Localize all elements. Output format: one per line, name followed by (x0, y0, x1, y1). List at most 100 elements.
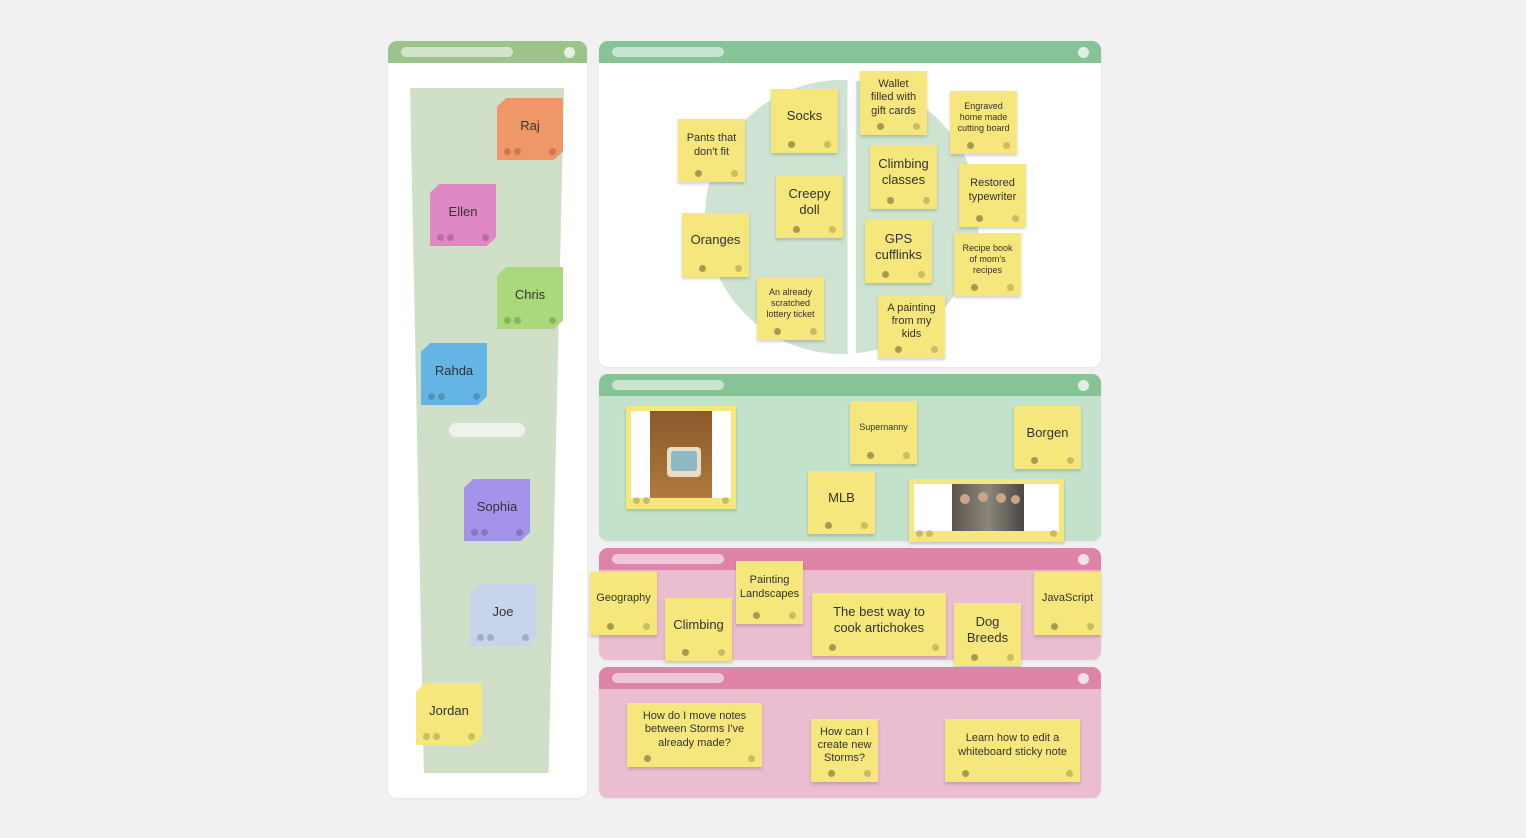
sticky-dot (482, 234, 489, 241)
sticky-dots (471, 529, 491, 536)
person-sticky-sophia[interactable]: Sophia (464, 479, 530, 541)
panel-menu-dot[interactable] (1078, 380, 1089, 391)
sticky-dots (872, 271, 892, 278)
sticky-dots (778, 141, 798, 148)
sticky-note[interactable]: Socks (771, 89, 838, 153)
sticky-dots (634, 755, 654, 762)
sticky-dots (477, 634, 497, 641)
sticky-dots (961, 284, 981, 291)
person-sticky-ellen[interactable]: Ellen (430, 184, 496, 246)
shows-panel-header[interactable] (599, 374, 1101, 396)
sticky-note[interactable]: Oranges (682, 213, 749, 277)
sticky-dot (731, 170, 738, 177)
sticky-note[interactable]: An already scratched lottery ticket (757, 277, 824, 340)
sticky-note[interactable]: Engraved home made cutting board (950, 91, 1017, 154)
person-name: Jordan (429, 702, 469, 718)
sticky-note[interactable]: JavaScript (1034, 572, 1101, 635)
sticky-dot (522, 634, 529, 641)
questions-panel-header[interactable] (599, 667, 1101, 689)
sticky-note[interactable]: Geography (590, 572, 657, 635)
sticky-dots (1021, 457, 1041, 464)
sticky-dot (923, 197, 930, 204)
sticky-note[interactable]: How can I create new Storms? (811, 719, 878, 782)
gifts-panel-header[interactable] (599, 41, 1101, 63)
sticky-dots (867, 123, 887, 130)
sticky-dots (633, 497, 653, 504)
panel-menu-dot[interactable] (564, 47, 575, 58)
panel-menu-dot[interactable] (1078, 47, 1089, 58)
person-sticky-raj[interactable]: Raj (497, 98, 563, 160)
panel-title-placeholder (401, 47, 513, 57)
sticky-dot (1050, 530, 1057, 537)
image-sticky-group[interactable] (909, 479, 1064, 542)
sticky-dot (789, 612, 796, 619)
sticky-dot (468, 733, 475, 740)
sticky-note[interactable]: A painting from my kids (878, 295, 945, 358)
sticky-dot (913, 123, 920, 130)
sticky-note[interactable]: Recipe book of mom's recipes (954, 233, 1021, 296)
sticky-dot (549, 148, 556, 155)
image-sticky-tv[interactable] (626, 406, 736, 509)
sticky-note[interactable]: Restored typewriter (959, 164, 1026, 227)
sticky-note[interactable]: Creepy doll (776, 175, 843, 238)
sticky-dots (672, 649, 692, 656)
sticky-dots (743, 612, 763, 619)
sticky-note[interactable]: Painting Landscapes (736, 561, 803, 624)
sticky-dot (861, 522, 868, 529)
sticky-dot (903, 452, 910, 459)
person-name: Sophia (476, 498, 518, 514)
people-panel-header[interactable] (388, 41, 587, 63)
person-name: Rahda (434, 362, 474, 378)
panel-menu-dot[interactable] (1078, 673, 1089, 684)
sticky-dot (1012, 215, 1019, 222)
sticky-dots (819, 644, 839, 651)
group-photo (914, 484, 1059, 531)
sticky-note[interactable]: GPS cufflinks (865, 220, 932, 283)
sticky-dots (818, 770, 838, 777)
sticky-note[interactable]: Pants that don't fit (678, 119, 745, 182)
sticky-note[interactable]: MLB (808, 471, 875, 534)
sticky-note[interactable]: Climbing (665, 598, 732, 661)
sticky-dot (748, 755, 755, 762)
sticky-note[interactable]: Climbing classes (870, 145, 937, 209)
person-name: Raj (520, 117, 540, 133)
sticky-dots (689, 265, 709, 272)
person-sticky-jordan[interactable]: Jordan (416, 683, 482, 745)
sticky-dot (829, 226, 836, 233)
sticky-dot (549, 317, 556, 324)
sticky-dots (961, 654, 981, 661)
person-name: Joe (492, 603, 514, 619)
sticky-note[interactable]: Dog Breeds (954, 603, 1021, 666)
sticky-dot (931, 346, 938, 353)
sticky-dots (966, 215, 986, 222)
sticky-dots (857, 452, 877, 459)
sticky-note[interactable]: Borgen (1014, 406, 1081, 469)
person-name: Chris (514, 286, 546, 302)
sticky-note[interactable]: Learn how to edit a whiteboard sticky no… (945, 719, 1080, 782)
sticky-dots (952, 770, 972, 777)
lane-divider-pill (449, 423, 525, 437)
sticky-dots (685, 170, 705, 177)
sticky-note[interactable]: The best way to cook artichokes (812, 593, 946, 656)
sticky-dot (1087, 623, 1094, 630)
sticky-note[interactable]: Supernanny (850, 401, 917, 464)
sticky-dots (423, 733, 443, 740)
sticky-dots (815, 522, 835, 529)
person-sticky-rahda[interactable]: Rahda (421, 343, 487, 405)
sticky-note[interactable]: Wallet filled with gift cards (860, 71, 927, 135)
panel-title-placeholder (612, 673, 724, 683)
person-sticky-chris[interactable]: Chris (497, 267, 563, 329)
sticky-dots (597, 623, 617, 630)
sticky-dot (1067, 457, 1074, 464)
sticky-dot (810, 328, 817, 335)
panel-title-placeholder (612, 380, 724, 390)
tv-icon (667, 447, 701, 477)
person-sticky-joe[interactable]: Joe (470, 584, 536, 646)
sticky-dot (722, 497, 729, 504)
sticky-dots (504, 317, 524, 324)
sticky-dot (824, 141, 831, 148)
hobbies-panel-header[interactable] (599, 548, 1101, 570)
sticky-dot (1007, 284, 1014, 291)
panel-menu-dot[interactable] (1078, 554, 1089, 565)
sticky-note[interactable]: How do I move notes between Storms I've … (627, 703, 762, 767)
